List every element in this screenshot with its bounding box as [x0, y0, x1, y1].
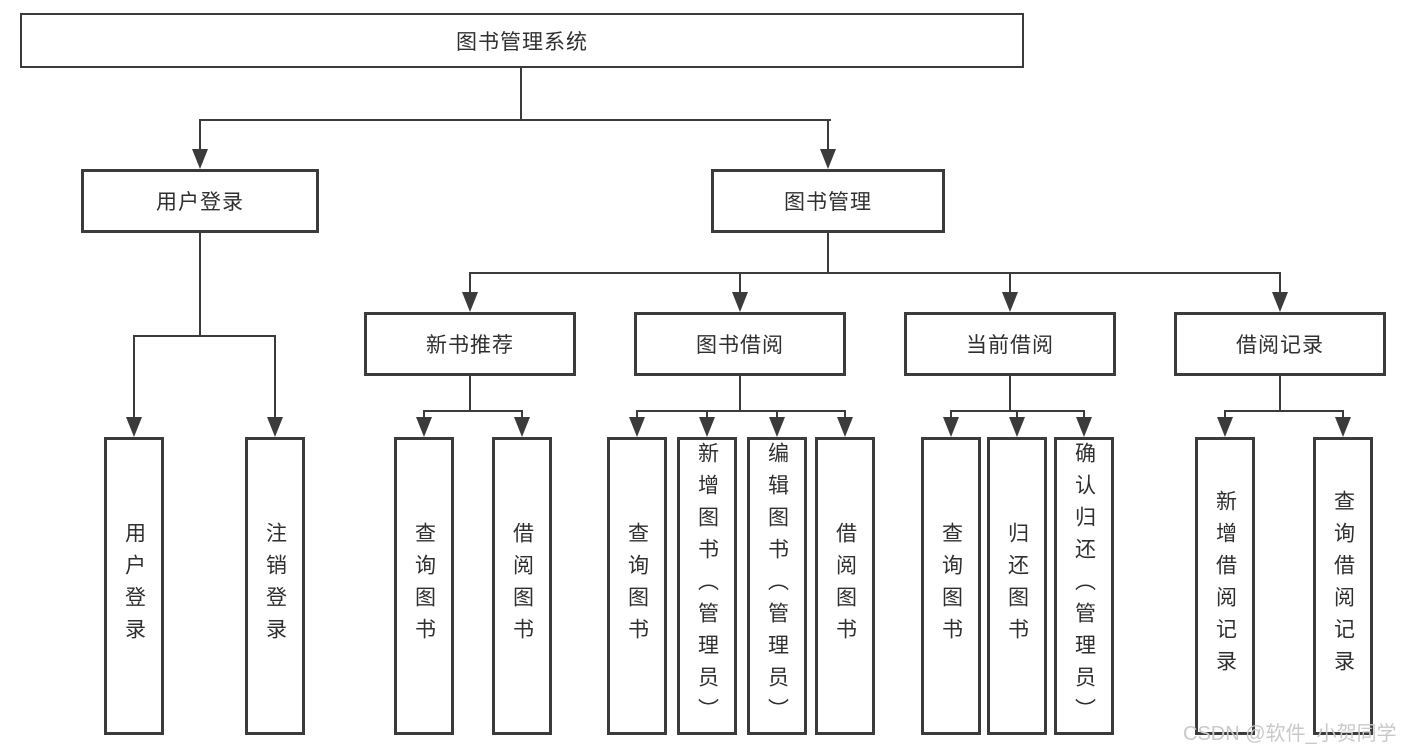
node-label: 确认归还（管理员） [1072, 442, 1096, 730]
connector-line [1016, 410, 1018, 418]
leaf-query-books-borrowing: 查询图书 [607, 437, 667, 735]
connector-line [827, 119, 829, 150]
node-new-book-recommend: 新书推荐 [364, 312, 576, 376]
connector-line [274, 335, 276, 417]
node-book-borrowing: 图书借阅 [634, 312, 846, 376]
arrowhead-down-icon [462, 292, 478, 312]
connector-line [1009, 272, 1011, 292]
connector-line [827, 233, 829, 272]
arrowhead-down-icon [192, 149, 208, 169]
connector-line [776, 410, 778, 418]
arrowhead-down-icon [1009, 417, 1025, 437]
leaf-return-books: 归还图书 [987, 437, 1047, 735]
node-label: 图书借阅 [696, 334, 784, 357]
leaf-logout: 注销登录 [245, 437, 305, 735]
leaf-confirm-return-admin: 确认归还（管理员） [1054, 437, 1114, 735]
connector-line [739, 376, 741, 410]
leaf-borrow-books-borrowing: 借阅图书 [815, 437, 875, 735]
csdn-watermark: CSDN @软件_小贺同学 [1183, 723, 1397, 745]
node-label: 新书推荐 [426, 334, 514, 357]
node-label: 新增借阅记录 [1213, 490, 1237, 682]
node-label: 借阅记录 [1236, 334, 1324, 357]
connector-line [199, 119, 201, 150]
leaf-query-books-current: 查询图书 [921, 437, 981, 735]
arrowhead-down-icon [820, 149, 836, 169]
connector-line [1279, 272, 1281, 292]
node-label: 用户登录 [156, 191, 244, 214]
connector-line [469, 376, 471, 410]
arrowhead-down-icon [629, 417, 645, 437]
connector-line [844, 410, 846, 418]
arrowhead-down-icon [267, 417, 283, 437]
node-label: 图书管理系统 [456, 30, 588, 54]
connector-line [739, 272, 741, 292]
connector-line [636, 410, 638, 418]
arrowhead-down-icon [699, 417, 715, 437]
node-borrowing-records: 借阅记录 [1174, 312, 1386, 376]
node-library-management-system: 图书管理系统 [20, 13, 1024, 68]
connector-line [133, 335, 276, 337]
connector-line [470, 272, 1281, 274]
arrowhead-down-icon [1002, 292, 1018, 312]
node-label: 借阅图书 [510, 522, 534, 650]
node-label: 新增图书（管理员） [695, 442, 719, 730]
node-label: 归还图书 [1005, 522, 1029, 650]
arrowhead-down-icon [732, 292, 748, 312]
connector-line [521, 410, 523, 418]
connector-line [1009, 376, 1011, 410]
connector-line [706, 410, 708, 418]
leaf-user-login: 用户登录 [104, 437, 164, 735]
node-user-login: 用户登录 [81, 169, 319, 233]
arrowhead-down-icon [1076, 417, 1092, 437]
connector-line [423, 410, 523, 412]
arrowhead-down-icon [1217, 417, 1233, 437]
node-label: 当前借阅 [966, 334, 1054, 357]
node-label: 注销登录 [263, 522, 287, 650]
node-current-borrowing: 当前借阅 [904, 312, 1116, 376]
leaf-add-borrow-record: 新增借阅记录 [1195, 437, 1255, 735]
connector-line [1224, 410, 1226, 418]
connector-line [423, 410, 425, 418]
connector-line [199, 233, 201, 335]
arrowhead-down-icon [837, 417, 853, 437]
connector-line [950, 410, 952, 418]
arrowhead-down-icon [1335, 417, 1351, 437]
node-book-management: 图书管理 [711, 169, 945, 233]
connector-line [1279, 376, 1281, 410]
arrowhead-down-icon [126, 417, 142, 437]
node-label: 借阅图书 [833, 522, 857, 650]
node-label: 图书管理 [784, 191, 872, 214]
connector-line [1083, 410, 1085, 418]
arrowhead-down-icon [769, 417, 785, 437]
connector-line [469, 272, 471, 292]
leaf-query-borrow-record: 查询借阅记录 [1313, 437, 1373, 735]
connector-line [199, 119, 831, 121]
leaf-add-book-admin: 新增图书（管理员） [677, 437, 737, 735]
node-label: 查询图书 [939, 522, 963, 650]
node-label: 查询图书 [412, 522, 436, 650]
node-label: 编辑图书（管理员） [765, 442, 789, 730]
node-label: 用户登录 [122, 522, 146, 650]
leaf-query-books-recommend: 查询图书 [394, 437, 454, 735]
arrowhead-down-icon [943, 417, 959, 437]
connector-line [636, 410, 846, 412]
leaf-edit-book-admin: 编辑图书（管理员） [747, 437, 807, 735]
node-label: 查询借阅记录 [1331, 490, 1355, 682]
connector-line [133, 335, 135, 417]
arrowhead-down-icon [1272, 292, 1288, 312]
arrowhead-down-icon [514, 417, 530, 437]
leaf-borrow-books-recommend: 借阅图书 [492, 437, 552, 735]
node-label: 查询图书 [625, 522, 649, 650]
arrowhead-down-icon [416, 417, 432, 437]
connector-line [1342, 410, 1344, 418]
connector-line [520, 68, 522, 120]
connector-line [1224, 410, 1344, 412]
